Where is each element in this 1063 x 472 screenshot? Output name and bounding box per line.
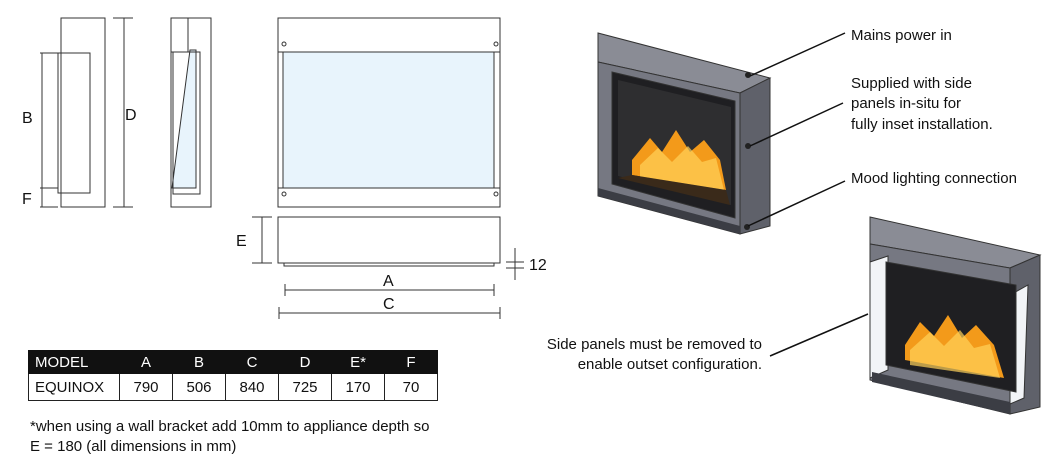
table-header-cell: D <box>278 350 332 374</box>
table-cell: 70 <box>384 373 438 401</box>
callout-side-panels-line1: Supplied with side <box>851 75 972 92</box>
table-cell: 170 <box>331 373 385 401</box>
callout-removed-line1: Side panels must be removed to <box>547 336 762 353</box>
table-header-row: MODEL A B C D E* F <box>28 350 438 374</box>
table-row: EQUINOX 790 506 840 725 170 70 <box>28 373 438 401</box>
table-header-cell: B <box>172 350 226 374</box>
side-view-right <box>170 17 212 208</box>
side-view-left <box>40 17 133 208</box>
table-cell: 506 <box>172 373 226 401</box>
callout-side-panels-line2: panels in-situ for <box>851 95 961 112</box>
table-header-cell: F <box>384 350 438 374</box>
table-header-cell: MODEL <box>28 350 120 374</box>
top-view <box>252 216 524 319</box>
callout-mains-power: Mains power in <box>851 27 952 44</box>
dim-label-e: E <box>236 233 247 250</box>
callout-removed-line2: enable outset configuration. <box>578 356 762 373</box>
callout-mood-lighting: Mood lighting connection <box>851 170 1017 187</box>
table-cell: 725 <box>278 373 332 401</box>
footnote: *when using a wall bracket add 10mm to a… <box>30 417 510 457</box>
specification-table: MODEL A B C D E* F EQUINOX 790 506 840 7… <box>28 350 438 401</box>
fireplace-inset-illustration <box>597 32 772 235</box>
dim-label-b: B <box>22 110 33 127</box>
table-cell: 790 <box>119 373 173 401</box>
dim-label-d: D <box>125 107 137 124</box>
dim-label-c: C <box>383 296 395 313</box>
table-header-cell: C <box>225 350 279 374</box>
front-view <box>277 17 501 208</box>
fireplace-outset-illustration <box>869 216 1042 415</box>
table-cell: EQUINOX <box>28 373 120 401</box>
callout-side-panels-line3: fully inset installation. <box>851 116 993 133</box>
table-header-cell: A <box>119 350 173 374</box>
table-header-cell: E* <box>331 350 385 374</box>
footnote-line2: E = 180 (all dimensions in mm) <box>30 438 237 455</box>
dim-label-a: A <box>383 273 394 290</box>
dim-label-f: F <box>22 191 32 208</box>
footnote-line1: *when using a wall bracket add 10mm to a… <box>30 418 430 435</box>
table-cell: 840 <box>225 373 279 401</box>
dim-label-12: 12 <box>529 257 547 274</box>
